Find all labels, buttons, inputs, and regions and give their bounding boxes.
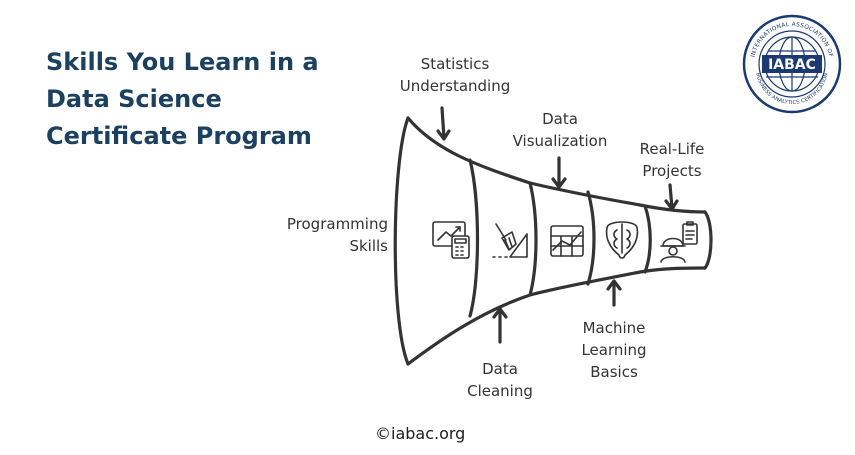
dashboard-calculator-icon [432, 221, 470, 259]
title-line-1: Skills You Learn in a [46, 48, 319, 76]
label-statistics-understanding: Statistics Understanding [390, 53, 520, 97]
label-line: Skills [349, 237, 388, 255]
label-line: Data [482, 360, 518, 378]
label-real-life-projects: Real-Life Projects [632, 138, 712, 182]
divider-4 [643, 204, 652, 274]
footer-link-text: iabac.org [391, 424, 466, 443]
broom-icon [492, 223, 528, 258]
copyright-icon: © [375, 424, 391, 443]
arrow-projects [668, 183, 674, 210]
label-line: Cleaning [467, 382, 533, 400]
label-data-cleaning: Data Cleaning [460, 358, 540, 402]
label-line: Projects [642, 162, 702, 180]
title-line-2: Data Science [46, 85, 222, 113]
brain-icon [605, 221, 639, 259]
chart-grid-icon [550, 225, 584, 257]
label-line: Data [542, 110, 578, 128]
label-line: Understanding [399, 77, 511, 95]
label-line: Visualization [512, 132, 608, 150]
label-line: Basics [590, 363, 638, 381]
arrow-statistics [440, 106, 446, 140]
funnel-mouth [393, 116, 410, 366]
page-title: Skills You Learn in a Data Science Certi… [46, 44, 366, 155]
label-line: Statistics [420, 55, 490, 73]
label-line: Machine [582, 319, 646, 337]
iabac-logo: INTERNATIONAL ASSOCIATION OF BUSINESS AN… [742, 14, 842, 114]
label-line: Real-Life [639, 140, 705, 158]
funnel-tip [703, 210, 713, 270]
label-machine-learning-basics: Machine Learning Basics [572, 317, 656, 383]
logo-text: IABAC [768, 57, 816, 73]
divider-2 [528, 181, 538, 297]
footer-website[interactable]: ©iabac.org [375, 424, 465, 443]
funnel-top-edge [406, 116, 707, 214]
label-data-visualization: Data Visualization [505, 108, 615, 152]
title-line-3: Certificate Program [46, 122, 312, 150]
worker-clipboard-icon [660, 221, 698, 263]
label-line: Programming [286, 215, 388, 233]
divider-1 [468, 158, 480, 318]
funnel-bottom-edge [406, 266, 707, 366]
label-line: Learning [581, 341, 647, 359]
label-programming-skills: Programming Skills [270, 213, 388, 257]
divider-3 [586, 190, 596, 286]
